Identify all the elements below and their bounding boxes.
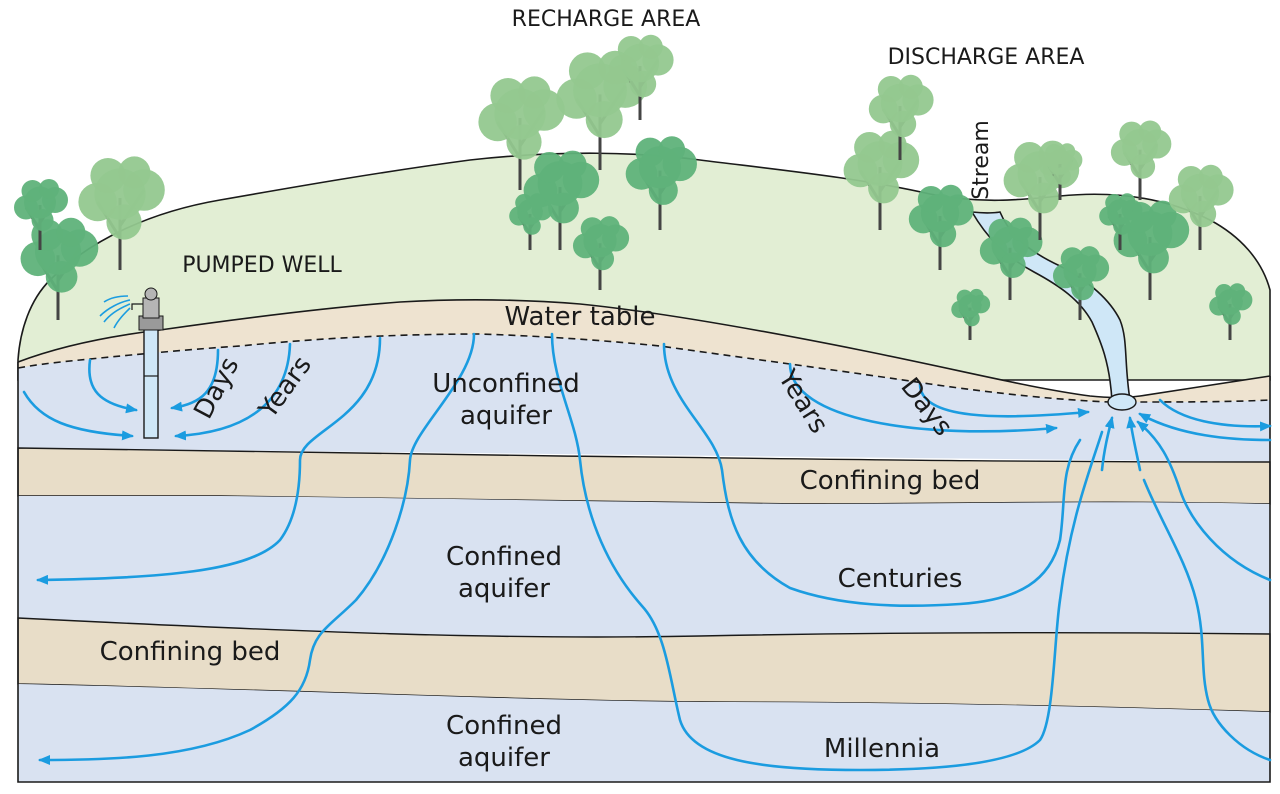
confining-bed-lower-label: Confining bed xyxy=(100,637,281,667)
confined-aquifer-lower-label-line2: aquifer xyxy=(458,743,550,773)
flow-line-years-right xyxy=(788,362,1058,434)
tree-icon xyxy=(14,179,68,250)
flow-line-into-stream-5 xyxy=(1142,478,1272,762)
flow-line-into-stream-6 xyxy=(1158,398,1272,432)
flow-line-into-stream-2 xyxy=(1126,416,1142,472)
flow-line-days-right xyxy=(918,382,1090,418)
tree-icon xyxy=(20,217,99,320)
unconfined-aquifer-label-line2: aquifer xyxy=(460,401,552,431)
pumped-well-label: PUMPED WELL xyxy=(182,253,342,278)
flow-line-millennia xyxy=(550,332,1104,772)
tree-icon xyxy=(951,288,991,340)
tree-icon xyxy=(78,156,165,270)
flow-line-years-left xyxy=(174,342,292,441)
tree-icon xyxy=(1113,200,1190,300)
flow-line-centuries xyxy=(662,342,1082,608)
stream-bed-outlet xyxy=(1107,393,1137,411)
tree-icon xyxy=(478,76,565,190)
confined-aquifer-upper-label-line2: aquifer xyxy=(458,574,550,604)
recharge-area-label: RECHARGE AREA xyxy=(512,7,701,32)
confined-aquifer-upper-label-line1: Confined xyxy=(446,542,562,572)
tree-icon xyxy=(1039,143,1083,200)
tree-icon xyxy=(1110,120,1172,200)
stream-label: Stream xyxy=(969,120,994,200)
flow-lines xyxy=(22,332,1272,772)
tree-icon xyxy=(509,193,553,250)
unsaturated-zone xyxy=(18,299,1270,402)
flow-line-into-stream-3 xyxy=(1138,412,1272,442)
tree-icon xyxy=(523,150,600,250)
confined-aquifer-lower-label-line1: Confined xyxy=(446,711,562,741)
tree-icon xyxy=(572,216,630,290)
tree-icon xyxy=(608,34,674,120)
water-spray-icon xyxy=(99,295,131,329)
millennia-label: Millennia xyxy=(824,734,940,764)
water-table-label: Water table xyxy=(505,302,656,332)
confined-aquifer-upper-zone xyxy=(18,496,1270,638)
flow-line-deep-left xyxy=(38,332,476,765)
flow-line-days-left-a xyxy=(88,358,138,414)
tree-icon xyxy=(868,74,934,160)
tree-icon xyxy=(1168,164,1234,250)
tree-icon xyxy=(1099,193,1143,250)
flow-line-confined-left xyxy=(36,336,382,585)
tree-icon xyxy=(979,217,1043,300)
trees xyxy=(14,34,1253,340)
flow-line-well-left xyxy=(22,390,134,441)
water-table-line xyxy=(17,333,1271,403)
confined-aquifer-lower-zone xyxy=(18,684,1270,782)
flow-line-into-stream-1 xyxy=(1100,416,1115,472)
centuries-label: Centuries xyxy=(838,564,963,594)
flow-line-days-left-b xyxy=(170,348,220,412)
tree-icon xyxy=(625,136,697,230)
tree-icon xyxy=(1209,283,1253,340)
tree-icon xyxy=(843,130,920,230)
discharge-area-label: DISCHARGE AREA xyxy=(888,45,1085,70)
flow-line-into-stream-4 xyxy=(1136,420,1272,582)
confining-bed-upper-label: Confining bed xyxy=(800,466,981,496)
tree-icon xyxy=(1052,246,1110,320)
pumped-well xyxy=(99,287,164,439)
unconfined-aquifer-label-line1: Unconfined xyxy=(432,369,580,399)
tree-icon xyxy=(908,184,974,270)
